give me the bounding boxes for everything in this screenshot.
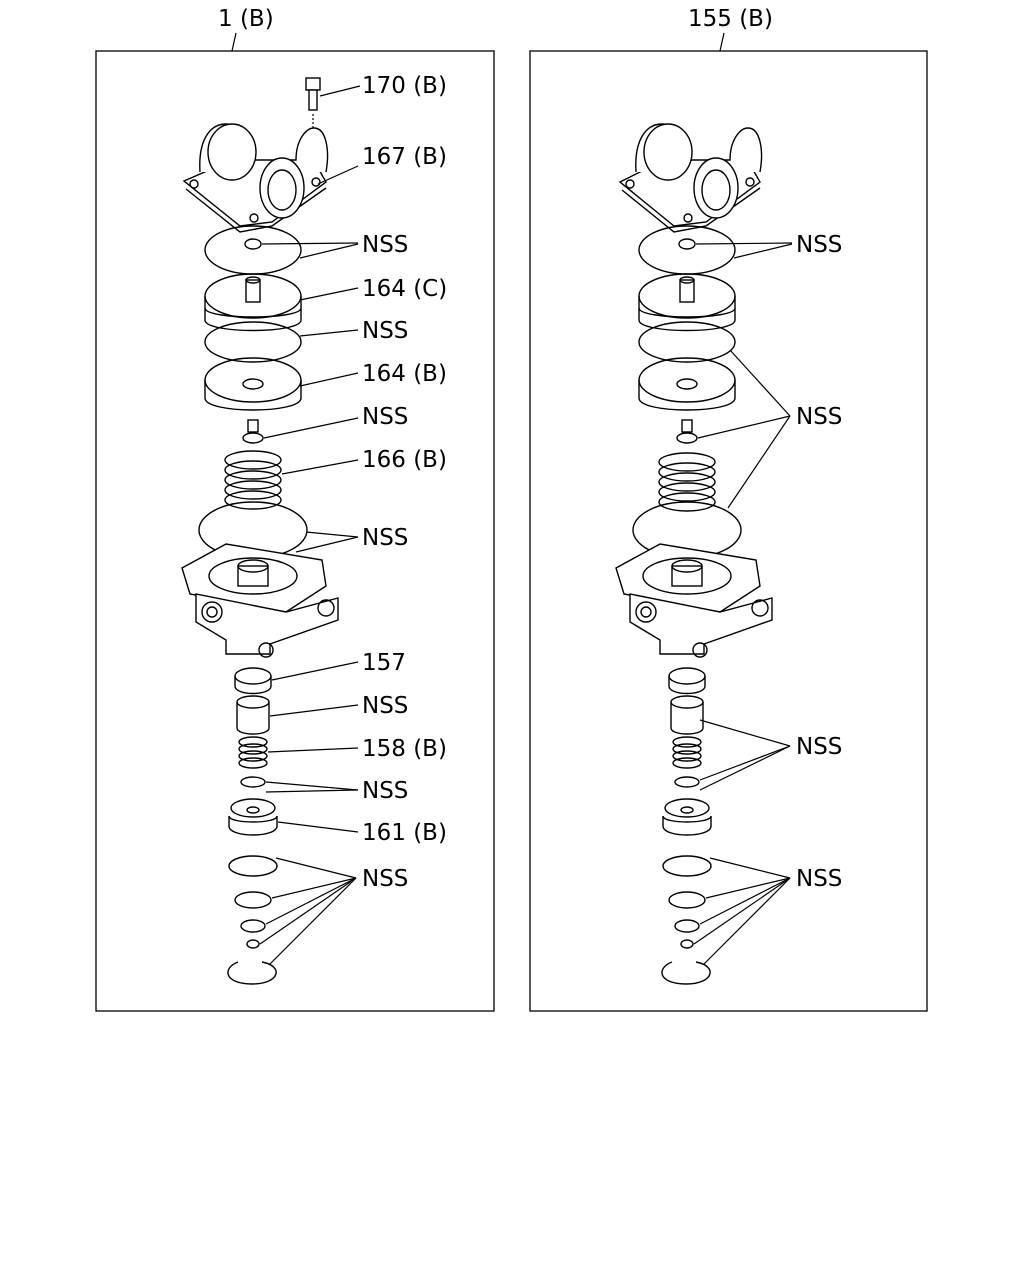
assembly-label-left: 1 (B)	[218, 6, 274, 32]
small-seal	[676, 432, 698, 444]
small-ring	[678, 238, 696, 250]
panel-frame-left	[95, 50, 495, 1012]
stem	[681, 419, 693, 433]
callout-nss: NSS	[362, 232, 408, 258]
callout-nss: NSS	[362, 693, 408, 719]
valve-body	[615, 543, 773, 658]
parts-right	[615, 123, 773, 985]
washer-small	[240, 919, 266, 933]
small-o-ring	[674, 776, 700, 788]
callout-nss: NSS	[796, 232, 842, 258]
seal-cup	[662, 855, 712, 877]
small-o-ring	[240, 776, 266, 788]
panel-frame-right	[529, 50, 928, 1012]
assembly-label-right: 155 (B)	[688, 6, 773, 32]
piston-upper	[638, 273, 736, 332]
nut	[680, 939, 694, 949]
spring-lower	[672, 736, 702, 769]
washer-small	[674, 919, 700, 933]
piston-lower	[204, 357, 302, 411]
piston-lower	[638, 357, 736, 411]
callouts-right: NSS NSS NSS NSS	[796, 232, 842, 892]
callout-nss: NSS	[362, 866, 408, 892]
leaders-right	[693, 242, 793, 965]
callout-nss: NSS	[362, 318, 408, 344]
callout-157: 157	[362, 650, 406, 676]
callout-nss: NSS	[796, 734, 842, 760]
spring-upper	[658, 452, 716, 512]
piston-upper	[204, 273, 302, 332]
disc	[668, 891, 706, 909]
washer	[234, 667, 272, 695]
callouts-left: 170 (B) 167 (B) NSS 164 (C) NSS 164 (B) …	[362, 73, 447, 892]
small-ring	[244, 238, 262, 250]
spring-lower	[238, 736, 268, 769]
o-ring	[204, 225, 302, 275]
nut	[246, 939, 260, 949]
disc	[234, 891, 272, 909]
top-cover	[182, 123, 329, 233]
snap-ring	[661, 961, 711, 985]
cup	[662, 798, 712, 836]
parts-left	[181, 77, 339, 985]
callout-164-c: 164 (C)	[362, 276, 447, 302]
o-ring	[638, 225, 736, 275]
leaders-left	[259, 85, 361, 965]
callout-nss: NSS	[362, 778, 408, 804]
callout-nss: NSS	[796, 866, 842, 892]
callout-nss: NSS	[796, 404, 842, 430]
panel-left: 1 (B)	[95, 6, 495, 1012]
callout-161-b: 161 (B)	[362, 820, 447, 846]
washer	[668, 667, 706, 695]
sleeve	[670, 695, 704, 735]
small-seal	[242, 432, 264, 444]
top-cover	[618, 123, 763, 233]
o-ring	[204, 321, 302, 363]
valve-body	[181, 543, 339, 658]
cup	[228, 798, 278, 836]
callout-166-b: 166 (B)	[362, 447, 447, 473]
callout-nss: NSS	[362, 525, 408, 551]
seal-cup	[228, 855, 278, 877]
callout-167-b: 167 (B)	[362, 144, 447, 170]
snap-ring	[227, 961, 277, 985]
o-ring	[638, 321, 736, 363]
callout-nss: NSS	[362, 404, 408, 430]
callout-164-b: 164 (B)	[362, 361, 447, 387]
stem	[247, 419, 259, 433]
assembly-leader-right	[719, 32, 725, 52]
callout-158-b: 158 (B)	[362, 736, 447, 762]
spring-upper	[224, 450, 282, 510]
assembly-leader-left	[231, 32, 237, 52]
sleeve	[236, 695, 270, 735]
callout-170-b: 170 (B)	[362, 73, 447, 99]
panel-right: 155 (B)	[529, 6, 928, 1012]
